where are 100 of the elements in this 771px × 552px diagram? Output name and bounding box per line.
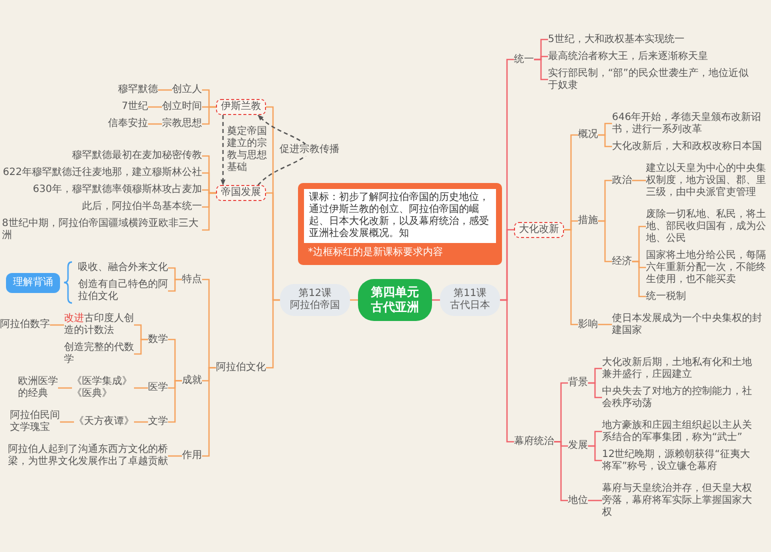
branch-line [632,260,646,298]
topic-text: 统一 [514,54,534,66]
topic-text: 政治 [612,174,632,186]
topic-text: 数学 [148,334,168,346]
highlighted-topic: 帝国发展 [216,185,266,201]
topic-text: 文学 [148,416,168,428]
topic-text: 信奉安拉 [108,118,148,130]
lesson-topic [440,284,500,316]
topic-text: 创造有自己特色的阿拉伯文化 [78,279,168,303]
branch-line [202,106,216,125]
topic-text: 阿拉伯数字 [0,319,50,331]
topic-text: 穆罕默德最初在麦加秘密传教 [72,150,202,162]
branch-line [168,455,182,457]
edge-label: 奠定帝国建立的宗教与思想基础 [227,126,267,174]
topic-text: 统一税制 [646,290,686,302]
topic-text: 622年穆罕默德迁往麦地那，建立穆斯林公社 [2,167,202,179]
branch-line [598,134,612,148]
branch-line [554,441,568,502]
topic-text: 8世纪中期，阿拉伯帝国疆域横跨亚欧非三大洲 [2,218,202,242]
topic-text: 阿拉伯文化 [216,362,266,374]
topic-text: 创立时间 [162,101,202,113]
highlighted-topic: 大化改新 [514,222,564,238]
branch-line [500,299,514,442]
topic-text: 7世纪 [122,101,148,113]
topic-text: 实行部民制，“部”的民众世袭生产，地位近似于奴隶 [548,68,758,92]
topic-text: 经济 [612,256,632,268]
topic-text: 中央失去了对地方的控制能力，社会秩序动荡 [602,386,752,410]
lesson-topic [280,284,350,316]
topic-text: 背景 [568,377,588,389]
central-topic [358,279,432,321]
branch-line [534,58,548,80]
branch-line [134,387,148,389]
branch-line [632,180,646,182]
branch-line [58,387,72,389]
topic-text: 国家将土地分给公民，每隔六年重新分配一次，不能终生使用，也不能买卖 [646,250,766,286]
branch-line [266,299,280,368]
curriculum-standard-text: 课标：初步了解阿拉伯帝国的历史地位，通过伊斯兰教的创立、阿拉伯帝国的崛起、日本大化改新，以及幕府统治，感受亚洲社会发展概况。知 [304,189,496,243]
topic-text: 医学 [148,382,168,394]
branch-line [134,338,148,355]
topic-text: 630年，穆罕默德率领穆斯林攻占麦加 [32,184,202,196]
topic-text: 阿拉伯人起到了沟通东西方文化的桥梁，为世界文化发展作出了卓越贡献 [8,444,168,468]
topic-text: 宗教思想 [162,118,202,130]
topic-text: 创造完整的代数学 [64,342,134,366]
topic-text: 大化改新后期，土地私有化和土地兼并盛行，庄园建立 [602,356,752,380]
topic-text: 使日本发展成为一个中央集权的封建国家 [612,312,762,336]
callout-box [298,183,502,265]
branch-line [588,445,602,462]
summary-tag: 理解背诵 [6,272,60,292]
topic-text: 此后，阿拉伯半岛基本统一 [82,201,202,213]
branch-line [588,382,602,398]
branch-line [202,367,216,457]
topic-text: 特点 [182,274,202,286]
lesson-number: 第11课 [452,288,488,300]
branch-line [202,192,216,231]
branch-line [564,229,578,326]
topic-text: 欧洲医学的经典 [18,376,58,400]
topic-text: 646年开始，孝德天皇颁布改新诏书，进行一系列改革 [612,112,762,136]
unit-number: 第四单元 [371,285,419,300]
topic-text: 建立以天皇为中心的中央集权制度，地方设国、郡、里三级，由中央派官吏管理 [646,162,766,198]
topic-text: 地位 [568,494,588,506]
topic-text: 幕府与天皇统治并存，但天皇大权旁落，幕府将军实际上掌握国家大权 [602,482,752,518]
topic-text: 成就 [182,374,202,387]
branch-line [598,324,612,326]
branch-line [168,278,182,292]
topic-text: 大化改新后，大和政权改称日本国 [612,140,762,152]
branch-line [134,421,148,423]
topic-text: 《天方夜谭》 [74,416,134,428]
topic-text: 阿拉伯民间文学瑰宝 [10,410,60,434]
topic-text: 吸收、融合外来文化 [78,262,168,274]
topic-text: 措施 [578,215,598,227]
topic-text: 创立人 [172,84,202,96]
topic-text: 作用 [182,450,202,462]
lesson-title: 古代日本 [450,300,490,312]
callout-note: *边框标红的是新课标要求内容 [307,247,444,259]
relation-arrow [220,115,226,186]
topic-text: 幕府统治 [514,436,554,448]
topic-text: 地方豪族和庄园主组织起以主从关系结合的军事集团，称为“武士” [602,420,752,444]
branch-line [50,324,64,326]
lesson-title: 阿拉伯帝国 [290,300,340,312]
topic-text: 5世纪，大和政权基本实现统一 [548,34,684,46]
branch-line [588,500,602,502]
branch-line [60,421,74,423]
topic-text: 最高统治者称大王，后来逐渐称天皇 [548,50,708,62]
topic-text: 发展 [568,440,588,452]
topic-text: 《医学集成》《医典》 [72,376,134,400]
lesson-number: 第12课 [298,288,332,300]
topic-text: 概况 [578,129,598,141]
topic-text: 影响 [578,318,598,330]
branch-line [148,123,162,125]
topic-text: 改进古印度人创造的计数法 [64,313,134,337]
highlighted-topic: 伊斯兰教 [216,99,266,115]
topic-text: 废除一切私地、私民，将土地、部民收归国有，成为公地、公民 [646,208,766,244]
unit-title: 古代亚洲 [371,300,419,315]
topic-text: 穆罕默德 [118,84,158,96]
branch-line [148,106,162,108]
branch-line [158,89,172,91]
edge-label: 促进宗教传播 [279,144,340,156]
branch-line [168,380,182,423]
branch-line [598,220,612,262]
topic-text: 12世纪晚期，源赖朝获得“征夷大将军”称号，设立镰仓幕府 [602,448,752,472]
